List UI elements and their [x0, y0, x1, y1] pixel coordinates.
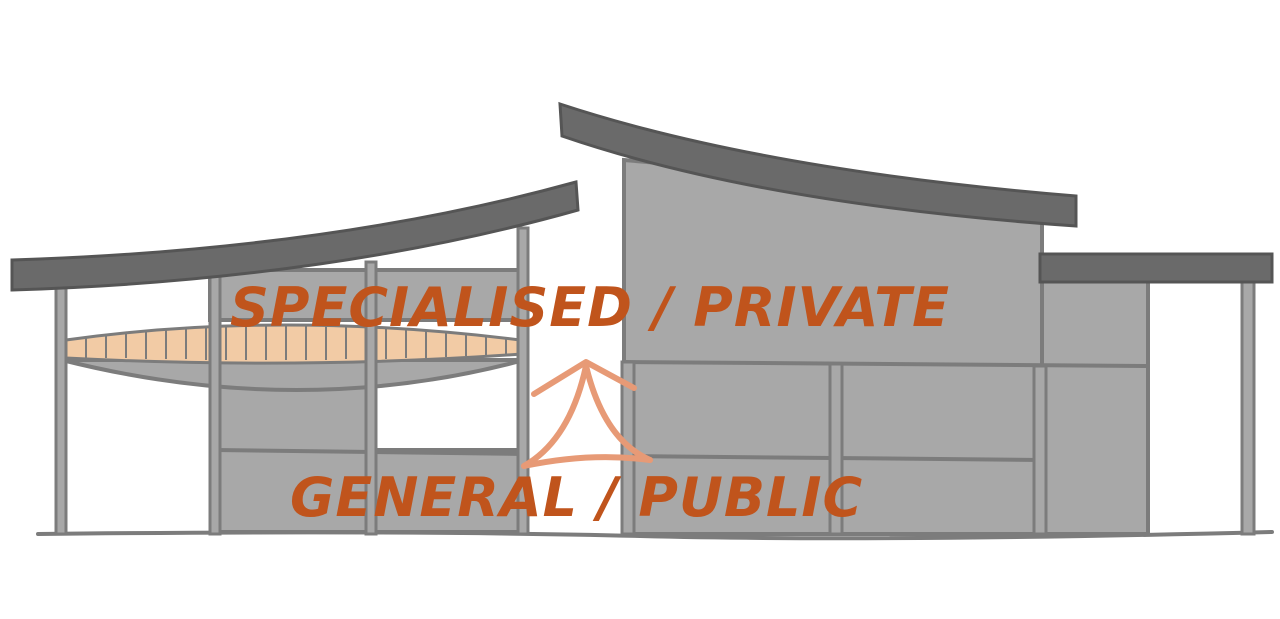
left-roof — [10, 180, 580, 292]
up-arrow-icon — [521, 359, 653, 469]
right-roof — [558, 101, 1078, 228]
annex-roof — [1038, 252, 1274, 284]
specialised-private-label: SPECIALISED / PRIVATE — [230, 276, 951, 339]
right-building — [558, 101, 1274, 536]
general-public-label: GENERAL / PUBLIC — [290, 466, 864, 529]
left-building — [10, 180, 580, 536]
